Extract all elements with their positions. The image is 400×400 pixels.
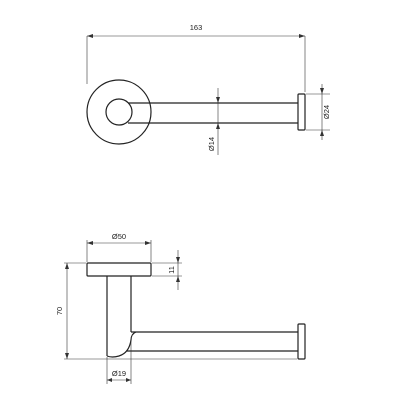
top-end-cap <box>297 93 306 131</box>
dim-70-arrow-bottom <box>65 353 69 359</box>
front-end-cap <box>297 323 306 360</box>
dim-19-label: Ø19 <box>112 369 126 378</box>
dim-11-arrow-top <box>176 257 180 263</box>
front-view: Ø50 11 70 Ø19 <box>55 232 306 384</box>
front-rosette <box>86 262 152 277</box>
dim-24-label: Ø24 <box>322 105 331 119</box>
dim-11-arrow-bottom <box>176 276 180 282</box>
dim-50-label: Ø50 <box>112 232 126 241</box>
dim-11-label: 11 <box>167 266 176 274</box>
dim-70-arrow-top <box>65 263 69 269</box>
dim-163-arrow-right <box>299 34 305 38</box>
dim-19-arrow-left <box>107 378 112 382</box>
top-rosette-outer <box>86 79 152 145</box>
dim-14-arrow-top <box>216 97 220 103</box>
dim-24-arrow-top <box>320 88 324 94</box>
dim-14-label: Ø14 <box>207 137 216 151</box>
dim-19-arrow-right <box>126 378 131 382</box>
dim-70-label: 70 <box>55 307 64 315</box>
dim-50-arrow-right <box>145 241 151 245</box>
top-rosette-inner <box>105 98 133 126</box>
dim-163-arrow-left <box>87 34 93 38</box>
dim-50-arrow-left <box>87 241 93 245</box>
top-view: 163 Ø24 Ø14 <box>86 23 331 155</box>
dim-24-arrow-bottom <box>320 130 324 136</box>
dim-14-arrow-bottom <box>216 123 220 129</box>
dim-163-label: 163 <box>190 23 203 32</box>
front-bend <box>106 331 137 358</box>
